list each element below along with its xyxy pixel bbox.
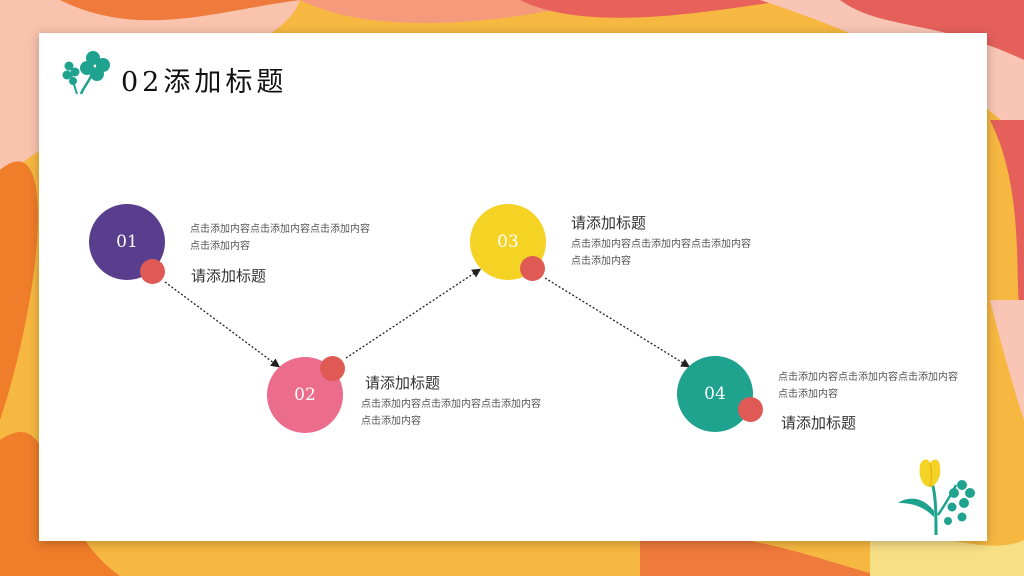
- step-03-heading: 请添加标题: [571, 214, 647, 232]
- tulip-icon: [898, 459, 975, 536]
- step-04-circle: 04: [677, 356, 753, 432]
- step-02-body: 点击添加内容点击添加内容点击添加内容点击添加内容: [361, 399, 541, 427]
- step-03-body: 点击添加内容点击添加内容点击添加内容点击添加内容: [571, 239, 751, 267]
- step-02-heading: 请添加标题: [365, 374, 441, 392]
- content-card: [39, 33, 987, 541]
- page-title: 02添加标题: [121, 67, 288, 98]
- step-04-body: 点击添加内容点击添加内容点击添加内容点击添加内容: [778, 372, 958, 400]
- step-04-dot: [738, 397, 763, 422]
- step-03-dot: [520, 256, 545, 281]
- clover-icon: [62, 51, 110, 95]
- step-01-dot: [140, 259, 165, 284]
- step-01-body: 点击添加内容点击添加内容点击添加内容点击添加内容: [190, 224, 370, 252]
- step-01-heading: 请添加标题: [191, 267, 267, 285]
- step-02-dot: [320, 356, 345, 381]
- step-04-heading: 请添加标题: [781, 414, 857, 432]
